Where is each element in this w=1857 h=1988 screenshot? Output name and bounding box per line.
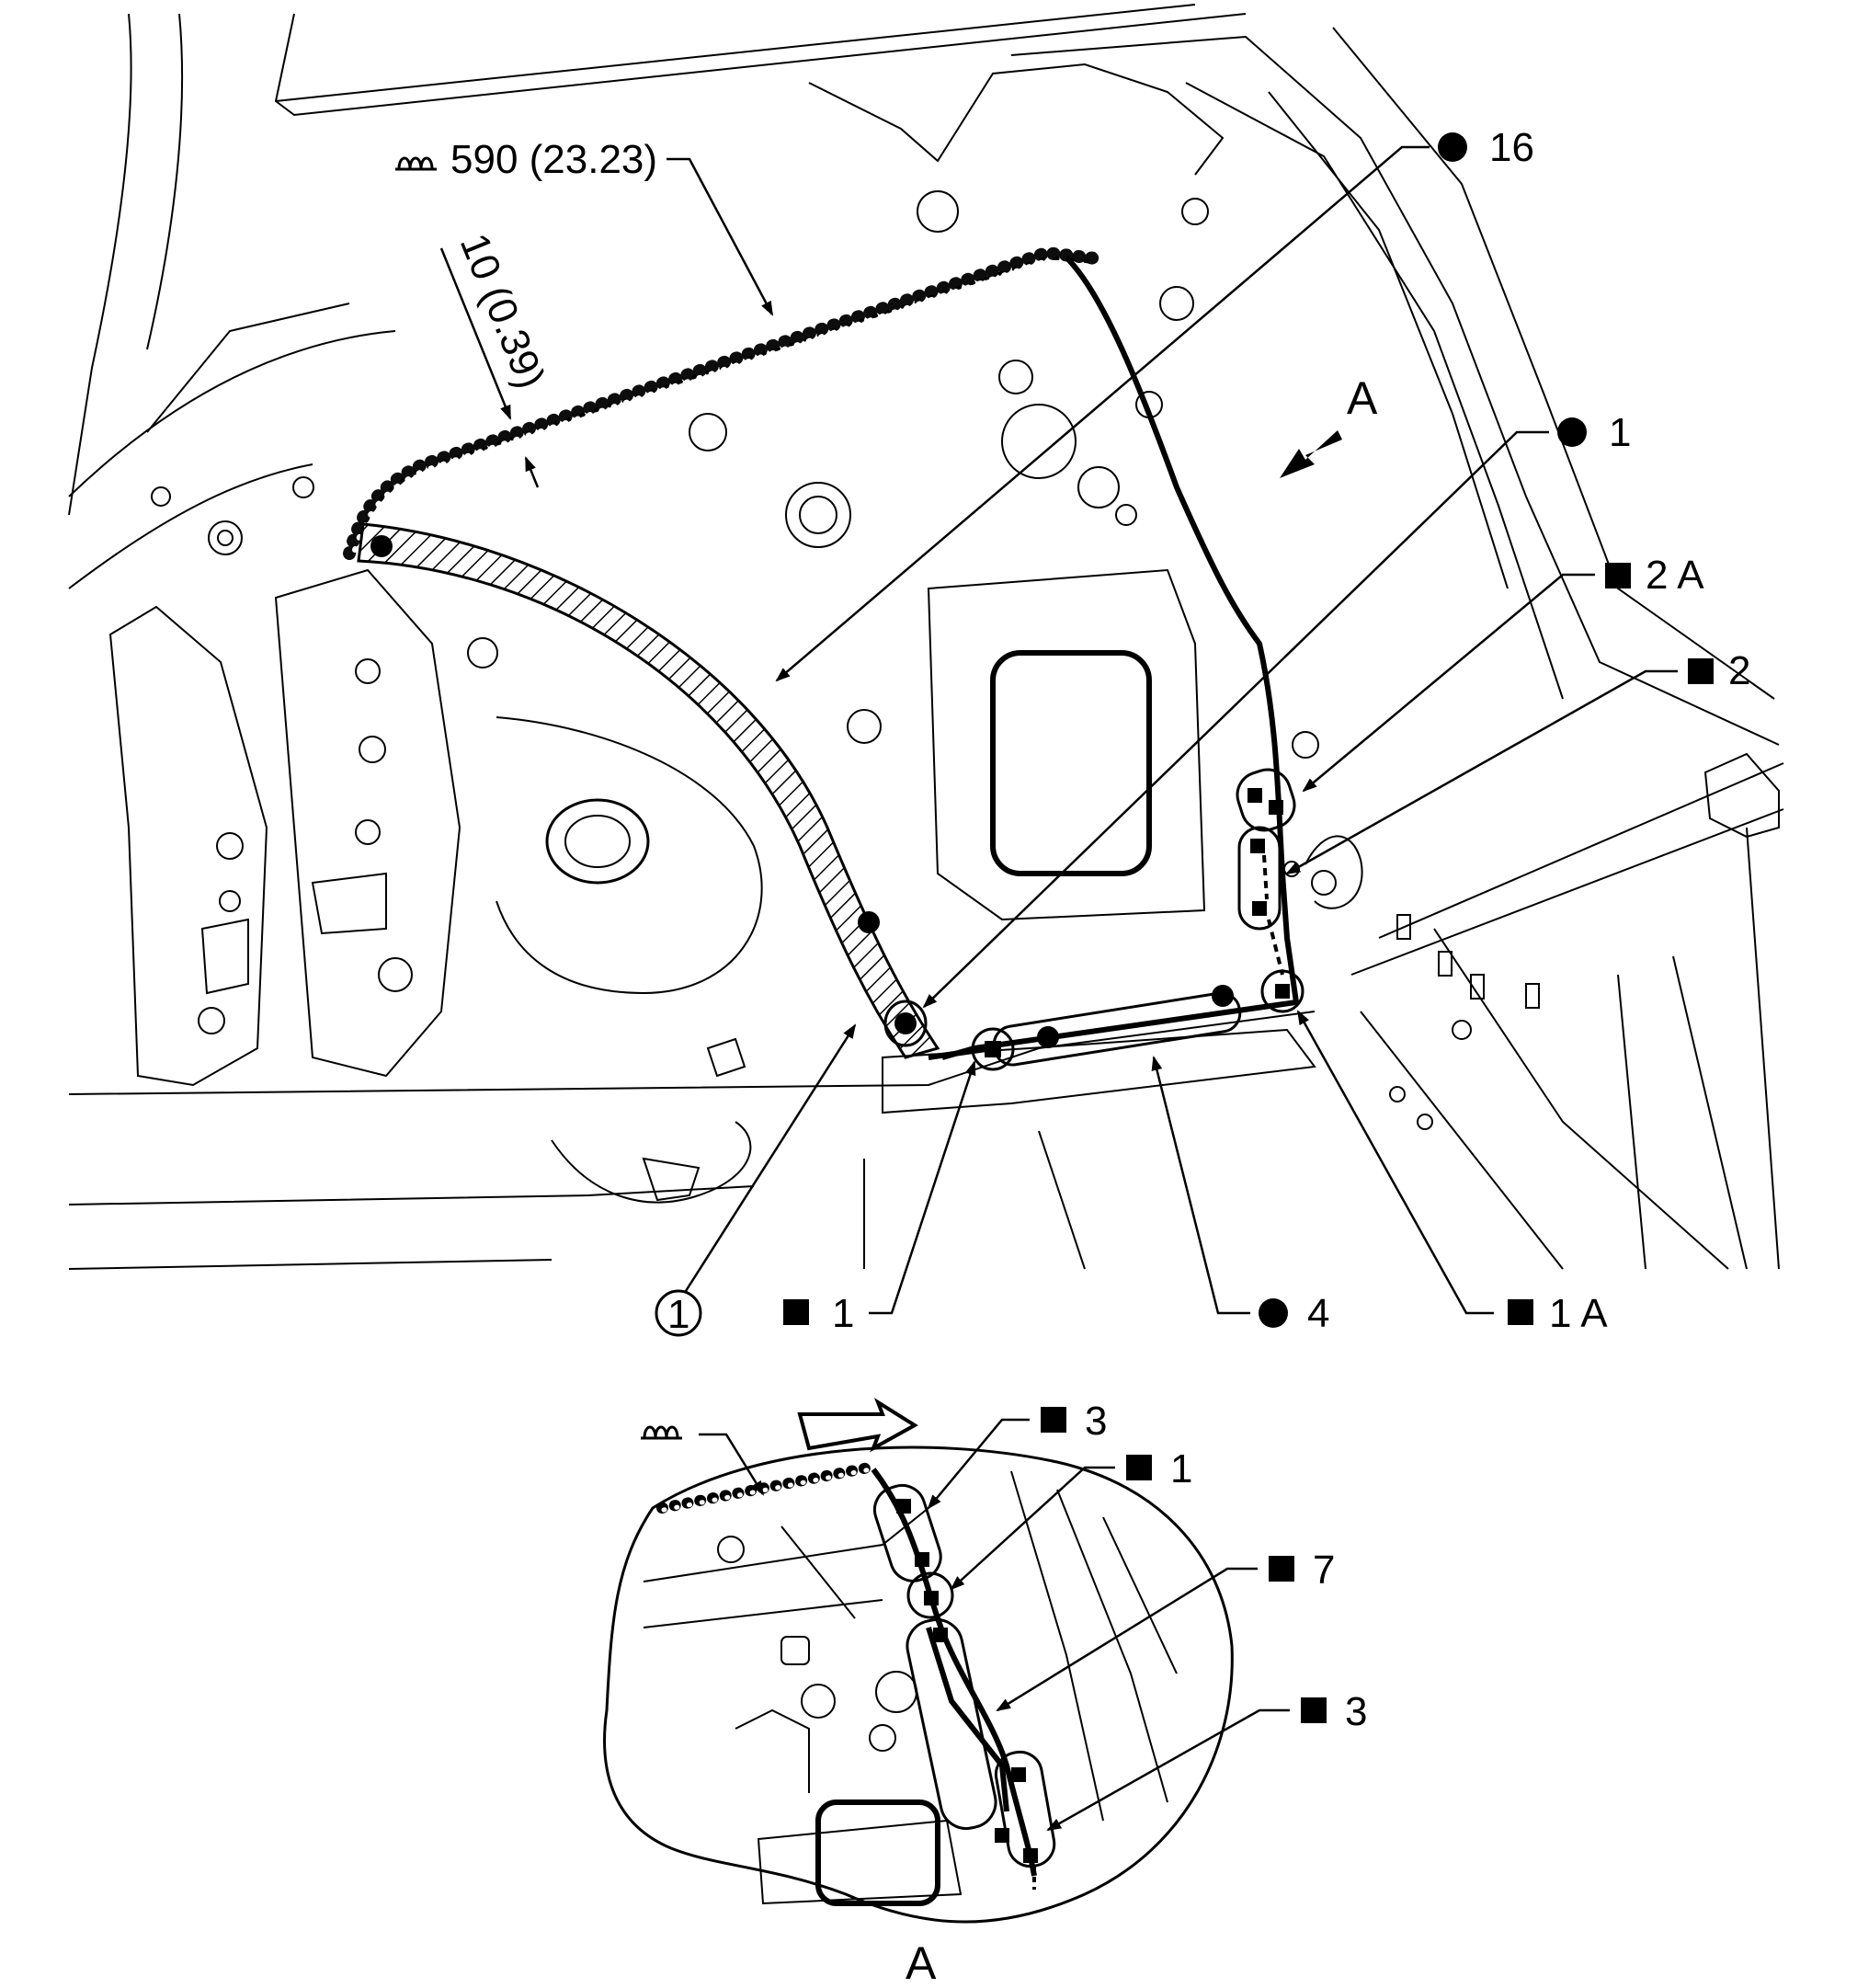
spot-1a-text: 1 A (1549, 1291, 1608, 1336)
spot-weld-square-icon (783, 1299, 809, 1325)
callout-weld-1: 1 (922, 410, 1631, 1009)
detail-callout-spot-1: 1 (950, 1446, 1192, 1591)
sealer-bead-icon (641, 1425, 682, 1440)
callout-ref-1: 1 (655, 1023, 857, 1337)
callout-weld-16: 16 (775, 125, 1534, 682)
detail-spot-7-text: 7 (1313, 1548, 1335, 1593)
weld-points (370, 535, 1234, 1048)
spot-2a-text: 2 A (1646, 553, 1704, 598)
view-direction-arrow-icon (1280, 430, 1342, 478)
detail-callout-spot-3-top: 3 (927, 1399, 1107, 1510)
spot-weld-square-icon (1041, 1407, 1066, 1433)
arc-weld-dot-icon (1259, 1298, 1288, 1328)
panel-holes (151, 190, 1540, 1130)
spot-weld-square-icon (1269, 1556, 1294, 1582)
callout-spot-1a: 1 A (1296, 1010, 1608, 1336)
spot-weld-square-icon (1508, 1299, 1533, 1325)
detail-view-a: 3 1 7 3 A (603, 1398, 1367, 1988)
ref-1-text: 1 (667, 1292, 689, 1337)
callout-spot-2a: 2 A (1302, 553, 1704, 793)
view-direction-arrow-icon (797, 1398, 918, 1453)
detail-spot-1-text: 1 (1170, 1446, 1192, 1491)
hatched-weld-band (357, 522, 940, 1059)
callout-spot-1: 1 (783, 1060, 976, 1336)
weld-1-text: 1 (1609, 410, 1631, 455)
callout-spot-2: 2 (1285, 648, 1750, 875)
sealer-bead-icon (395, 156, 437, 171)
detail-callout-spot-3-bottom: 3 (1046, 1689, 1367, 1832)
detail-callout-spot-7: 7 (996, 1548, 1335, 1712)
spot-1-text: 1 (832, 1291, 854, 1336)
callout-sealer-length: 590 (23.23) (395, 137, 774, 316)
arc-weld-dot-icon (1438, 132, 1467, 162)
arc-weld-dot-icon (1557, 417, 1587, 447)
spot-weld-square-icon (1301, 1697, 1327, 1723)
view-a-label: A (1347, 372, 1378, 424)
sealer-bead-top-edge (343, 246, 1102, 560)
spot-weld-square-icon (1688, 658, 1714, 684)
weld-4-text: 4 (1307, 1291, 1329, 1336)
detail-spot-3-bottom-text: 3 (1345, 1689, 1367, 1734)
detail-view-label: A (906, 1937, 937, 1988)
view-arrow-a: A (1280, 372, 1378, 478)
sealer-length-text: 590 (23.23) (450, 137, 657, 182)
body-structure-lines (68, 4, 1784, 1270)
callout-weld-4: 4 (1151, 1056, 1329, 1336)
spot-weld-square-icon (1126, 1455, 1152, 1480)
detail-spot-3-top-text: 3 (1085, 1399, 1107, 1444)
spot-weld-square-icon (1605, 563, 1631, 588)
spot-welds-right (1236, 768, 1304, 1013)
spot-2-text: 2 (1728, 648, 1750, 693)
weld-16-text: 16 (1489, 125, 1534, 170)
